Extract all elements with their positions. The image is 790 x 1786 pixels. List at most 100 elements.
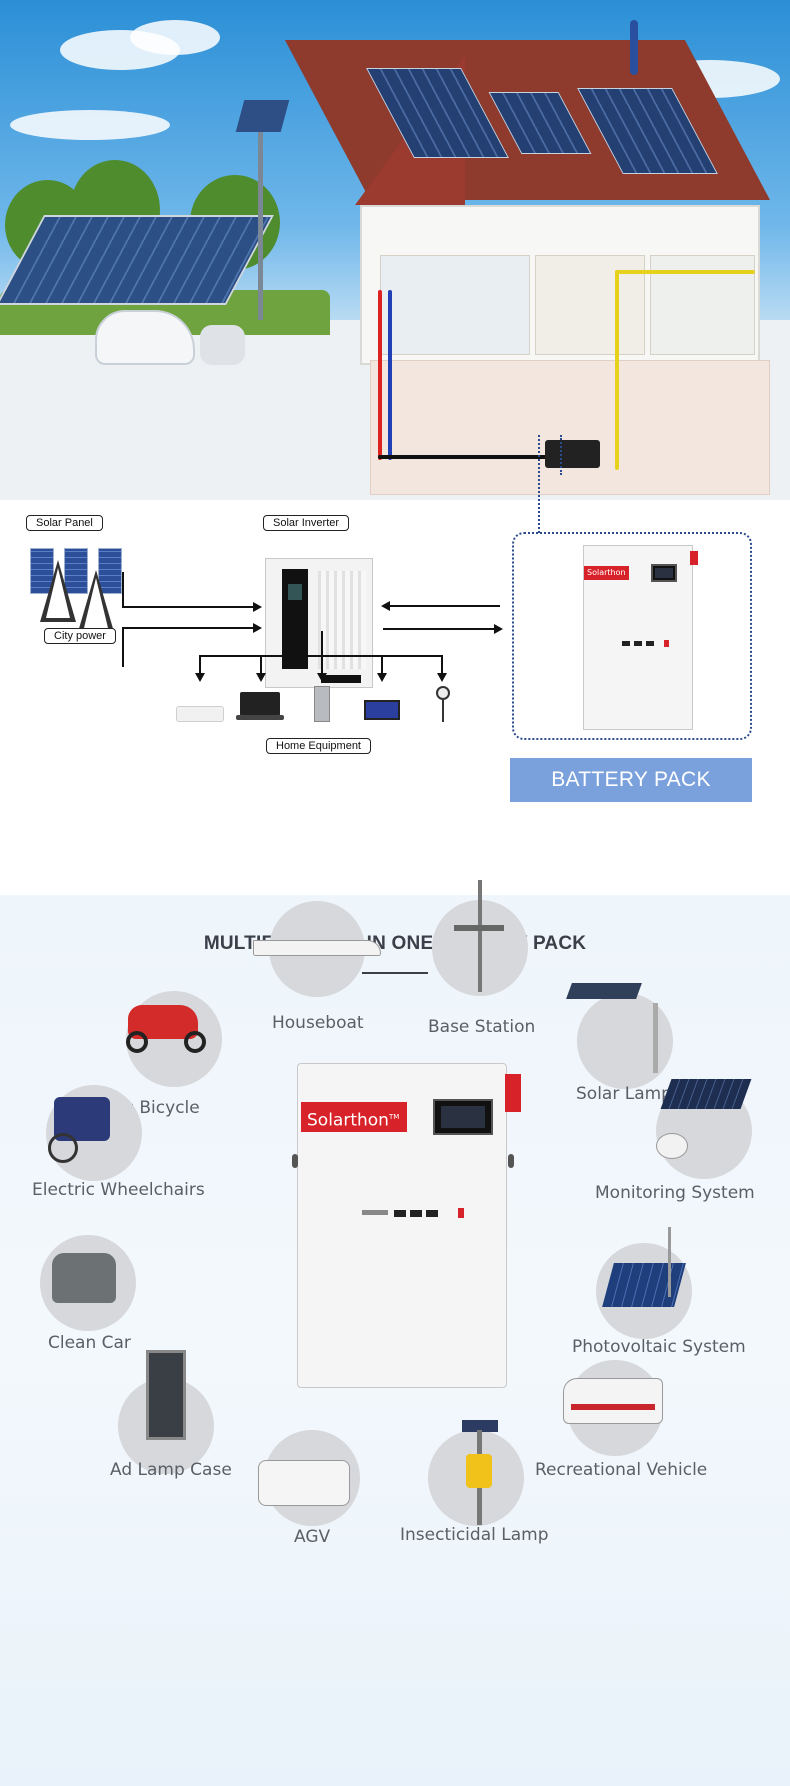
home-equipment-label: Home Equipment bbox=[266, 738, 371, 754]
solar-inverter-label: Solar Inverter bbox=[263, 515, 350, 531]
pipe bbox=[388, 290, 392, 460]
application-photovoltaic-system: Photovoltaic System bbox=[568, 1227, 758, 1362]
connector-line bbox=[381, 655, 383, 675]
laptop-base bbox=[236, 715, 284, 720]
battery-handle bbox=[292, 1154, 298, 1168]
application-solar-lamps: Solar Lamps bbox=[565, 973, 755, 1163]
photovoltaic-icon bbox=[602, 1263, 686, 1307]
ad-lamp-case-icon bbox=[146, 1350, 186, 1440]
wind-turbine-icon bbox=[668, 1227, 671, 1297]
wheelchair-wheel bbox=[48, 1133, 78, 1163]
connector-line bbox=[199, 655, 201, 675]
connector-line bbox=[122, 572, 124, 608]
arrow-down-icon bbox=[437, 673, 447, 682]
air-conditioner-icon bbox=[176, 706, 224, 722]
battery-port bbox=[410, 1210, 422, 1217]
arrow-down-icon bbox=[195, 673, 205, 682]
houseboat-label: Houseboat bbox=[272, 1013, 364, 1033]
city-power-label: City power bbox=[44, 628, 116, 644]
base-station-label: Base Station bbox=[428, 1017, 536, 1037]
scooter bbox=[200, 325, 245, 365]
application-insecticidal-lamp: Insecticidal Lamp bbox=[400, 1420, 590, 1550]
battery-pack-image: Solarthon bbox=[583, 545, 698, 730]
rv-stripe bbox=[571, 1404, 655, 1410]
power-tower-icon bbox=[78, 570, 114, 632]
application-electric-wheelchairs: Electric Wheelchairs bbox=[30, 1085, 220, 1215]
application-houseboat: Houseboat bbox=[253, 895, 445, 1055]
callout-line bbox=[538, 435, 540, 533]
battery-switch bbox=[458, 1208, 464, 1218]
recreational-vehicle-label: Recreational Vehicle bbox=[535, 1460, 708, 1480]
battery-indicator bbox=[362, 1210, 388, 1215]
solar-lamp-icon bbox=[566, 983, 642, 999]
battery-pack-in-basement bbox=[545, 440, 600, 468]
camera-icon bbox=[656, 1133, 688, 1159]
battery-handle bbox=[508, 1154, 514, 1168]
multifunction-section: MULTIFUNCTION IN ONE BATTERY PACK Solart… bbox=[0, 880, 790, 1786]
room bbox=[380, 255, 530, 355]
battery-brand-badge: Solarthon bbox=[584, 566, 629, 580]
clean-car-icon bbox=[52, 1253, 116, 1303]
bicycle-wheel bbox=[126, 1031, 148, 1053]
connector-line bbox=[122, 606, 255, 608]
battery-brand-badge: SolarthonTM bbox=[301, 1102, 407, 1132]
battery-lcd bbox=[651, 564, 677, 582]
agv-icon bbox=[258, 1460, 350, 1506]
bicycle-wheel bbox=[184, 1031, 206, 1053]
solar-carport bbox=[0, 215, 274, 305]
application-base-station: Base Station bbox=[410, 880, 600, 1055]
inverter-base bbox=[321, 675, 361, 683]
clean-car-label: Clean Car bbox=[48, 1333, 131, 1353]
solar-lamp-pole bbox=[653, 1003, 658, 1073]
connector-line bbox=[122, 627, 124, 667]
battery-brand-name: Solarthon bbox=[307, 1110, 389, 1131]
battery-switch bbox=[664, 640, 669, 647]
cloud bbox=[130, 20, 220, 55]
solar-lamp-disc bbox=[577, 993, 673, 1089]
pipe bbox=[378, 455, 548, 459]
wind-turbine bbox=[630, 20, 638, 75]
electric-wheelchairs-label: Electric Wheelchairs bbox=[32, 1180, 205, 1200]
battery-port bbox=[394, 1210, 406, 1217]
pipe bbox=[615, 270, 755, 274]
lamp-pole bbox=[258, 120, 263, 320]
callout-line bbox=[560, 435, 562, 475]
solar-lamps-label: Solar Lamps bbox=[576, 1084, 681, 1104]
fan-icon bbox=[436, 686, 450, 700]
insecticidal-lamp-icon bbox=[466, 1454, 492, 1488]
battery-lcd bbox=[433, 1099, 493, 1135]
houseboat-icon bbox=[253, 940, 381, 956]
solar-panel-label: Solar Panel bbox=[26, 515, 103, 531]
arrow-down-icon bbox=[256, 673, 266, 682]
battery-port bbox=[622, 641, 630, 646]
title-underline bbox=[362, 972, 428, 974]
battery-breaker bbox=[690, 551, 698, 565]
application-agv: AGV bbox=[248, 1430, 438, 1550]
ad-lamp-case-label: Ad Lamp Case bbox=[110, 1460, 232, 1480]
base-station-antenna bbox=[454, 925, 504, 931]
television-icon bbox=[364, 700, 400, 720]
photovoltaic-system-label: Photovoltaic System bbox=[572, 1337, 746, 1357]
connector-line bbox=[383, 628, 495, 630]
pipe bbox=[615, 270, 619, 470]
solar-house-illustration bbox=[0, 0, 790, 500]
battery-pack-banner: BATTERY PACK bbox=[510, 758, 752, 802]
battery-pack-image: SolarthonTM bbox=[292, 1063, 521, 1388]
insecticidal-lamp-label: Insecticidal Lamp bbox=[400, 1525, 549, 1545]
inverter-display bbox=[288, 584, 302, 600]
refrigerator-icon bbox=[314, 686, 330, 722]
basement bbox=[370, 360, 770, 495]
application-recreational-vehicle: Recreational Vehicle bbox=[535, 1360, 725, 1495]
arrow-left-icon bbox=[381, 601, 390, 611]
battery-callout-frame bbox=[512, 532, 752, 740]
application-monitoring-system: Monitoring System bbox=[590, 1079, 780, 1213]
monitoring-system-label: Monitoring System bbox=[595, 1183, 755, 1203]
connector-line bbox=[122, 627, 255, 629]
arrow-right-icon bbox=[253, 623, 262, 633]
connector-line bbox=[260, 655, 262, 675]
battery-port bbox=[634, 641, 642, 646]
application-ad-lamp-case: Ad Lamp Case bbox=[108, 1350, 298, 1485]
arrow-down-icon bbox=[377, 673, 387, 682]
rv-icon bbox=[563, 1378, 663, 1424]
inverter-heatsink bbox=[318, 571, 366, 669]
